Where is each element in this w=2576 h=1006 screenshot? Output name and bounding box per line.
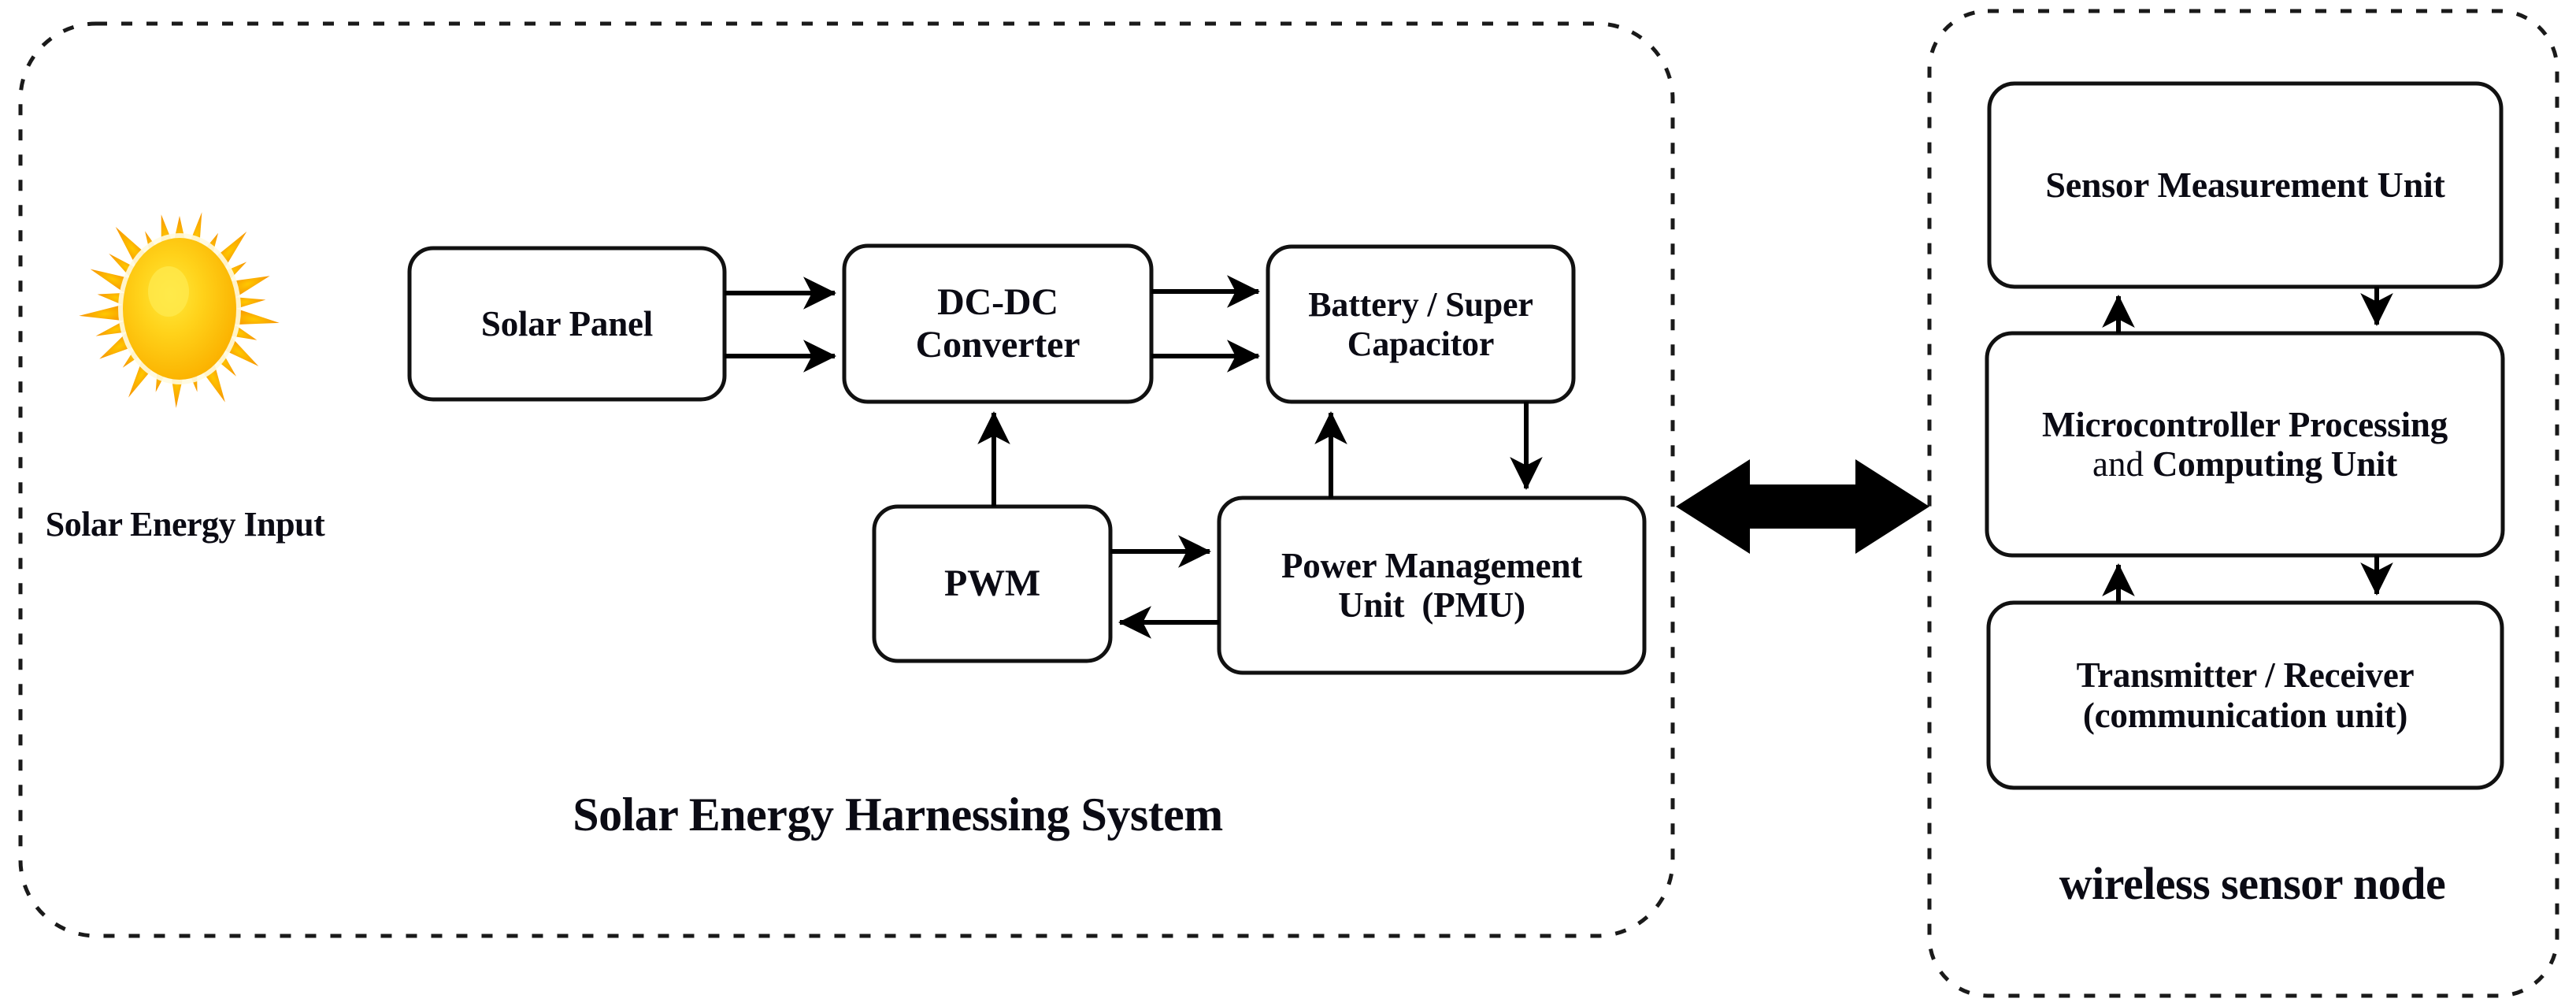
sun-caption: Solar Energy Input	[45, 505, 325, 544]
box-microcontroller[interactable]	[1985, 331, 2505, 558]
bidirectional-arrow-icon	[1676, 459, 1929, 554]
right-panel-border	[1927, 9, 2559, 998]
right-panel-connectors	[2102, 287, 2393, 603]
box-transmitter-receiver[interactable]	[1986, 600, 2504, 790]
left-panel-title: Solar Energy Harnessing System	[573, 789, 1223, 841]
left-panel-border	[18, 21, 1675, 938]
box-pmu[interactable]	[1217, 496, 1647, 675]
box-pwm[interactable]	[872, 504, 1113, 663]
left-panel-connectors	[725, 275, 1543, 639]
box-dc-dc-converter[interactable]	[842, 243, 1154, 404]
box-solar-panel[interactable]	[407, 246, 727, 402]
box-sensor-measurement-unit[interactable]	[1987, 81, 2504, 289]
right-panel-title: wireless sensor node	[2059, 858, 2446, 909]
sun-icon	[78, 210, 281, 409]
box-battery[interactable]	[1266, 244, 1576, 404]
